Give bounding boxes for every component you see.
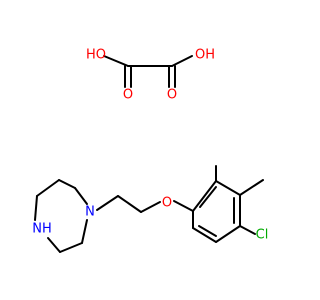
bond-ar-double-c5-c6 — [198, 225, 217, 237]
bond-ch2-ch2 — [117, 195, 142, 213]
bond-ar-c5-c6 — [192, 227, 217, 243]
bond-ring-bottom — [59, 242, 83, 253]
oxalic-acid: HO OH O O — [86, 48, 215, 103]
benzene-ring — [192, 180, 241, 243]
chlorine-label: Cl — [256, 228, 269, 243]
right-hydroxyl-label: OH — [195, 48, 215, 63]
structure-drawing: HO OH O O — [32, 48, 269, 253]
bond-ring-top — [58, 179, 76, 189]
piperazine-nh-label: NH — [32, 222, 52, 237]
bond-left-c-oh — [103, 55, 129, 67]
bond-ring-left — [34, 195, 38, 221]
bond-c-cl — [239, 225, 256, 235]
bond-ar-double-c1-c2 — [199, 186, 217, 208]
ether-oxygen-label: O — [162, 196, 172, 211]
bond-ar-c4-c5 — [215, 225, 241, 243]
bond-methyl-2 — [239, 179, 264, 196]
bond-right-c-oh — [171, 55, 193, 67]
molecule-canvas: HO OH O O — [32, 48, 269, 253]
piperazine-ring — [34, 179, 88, 253]
piperazine-n-label: N — [85, 205, 95, 220]
left-carbonyl-oxygen-label: O — [123, 88, 133, 103]
bond-ring-nh-to-bottom — [47, 237, 61, 253]
right-carbonyl-oxygen-label: O — [167, 88, 177, 103]
bond-ring-bottom-right-to-n — [81, 219, 88, 244]
main-molecule: NH N O Cl — [32, 165, 269, 253]
bond-n-to-ch2 — [96, 195, 119, 211]
bond-ar-c1-c2 — [192, 180, 217, 212]
bond-ar-c2-c3 — [215, 180, 241, 196]
bond-o-to-ring — [173, 200, 194, 212]
left-hydroxyl-label: HO — [86, 48, 106, 63]
bond-ch2-to-o — [140, 201, 161, 213]
bond-ring-top-left — [36, 179, 60, 197]
bond-ring-n-to-top-right — [74, 187, 88, 205]
